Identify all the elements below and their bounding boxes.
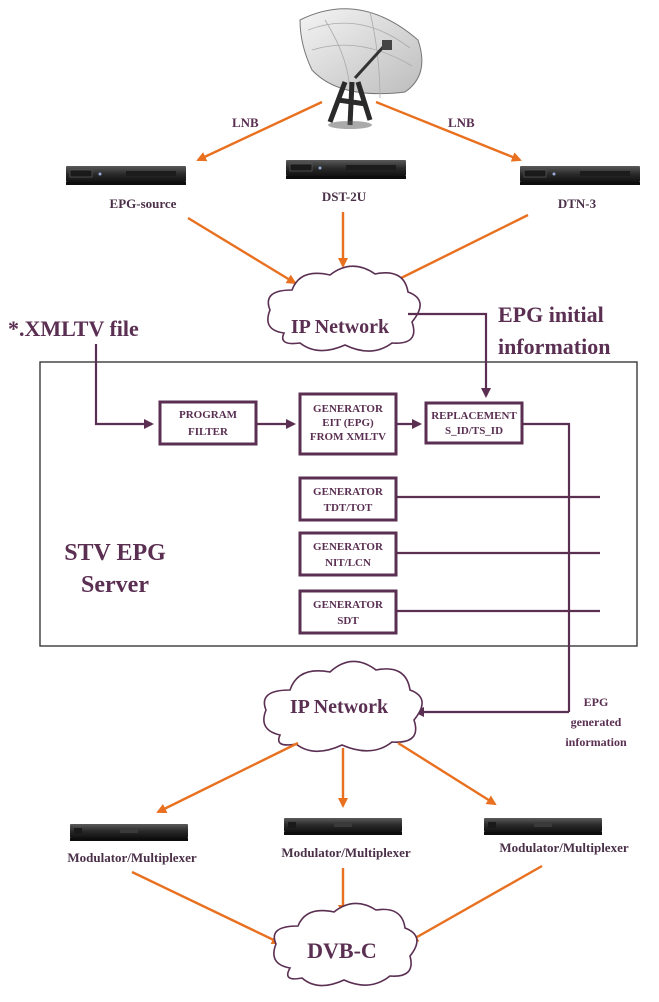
generator-nit-label-line1: GENERATOR (313, 541, 384, 553)
epg-generated-label-line1: EPG (584, 695, 609, 709)
cloud-icon (273, 902, 418, 987)
rack-device-icon (70, 824, 188, 841)
server-label-line2: Server (81, 572, 149, 598)
generator-sdt-label-line1: GENERATOR (313, 599, 384, 611)
satellite-dish-icon (299, 8, 423, 129)
generator-nit-label-line2: NIT/LCN (325, 557, 371, 569)
arrow-network-to-modulator-3 (397, 741, 497, 806)
program-filter-label-line1: PROGRAM (179, 409, 238, 421)
arrow-dtn-to-network (389, 213, 529, 285)
arrow-modulator-3-to-dvbc (408, 864, 543, 943)
epg-initial-label-line1: EPG initial (498, 302, 604, 327)
rack-device-icon (285, 159, 407, 180)
modulator-label-2: Modulator/Multiplexer (281, 845, 410, 860)
rack-device-icon (519, 165, 641, 186)
ip-network-bottom-label: IP Network (290, 696, 389, 718)
generator-eit-label-line1: GENERATOR (313, 403, 384, 415)
lnb-label-left: LNB (232, 115, 259, 130)
dvbc-label: DVB-C (307, 938, 377, 963)
program-filter-label-line2: FILTER (188, 426, 229, 438)
cloud-icon (267, 265, 421, 352)
rack-device-icon (65, 165, 187, 186)
output-bus-line (522, 422, 571, 712)
replacement-label-line1: REPLACEMENT (431, 410, 517, 422)
replacement-label-line2: S_ID/TS_ID (445, 425, 503, 437)
receiver-label-dst-2u: DST-2U (322, 189, 367, 204)
receiver-label-epg-source: EPG-source (110, 196, 177, 211)
cloud-icon (263, 660, 423, 753)
lnb-arrow-left (196, 100, 323, 162)
arrow-xmltv-to-filter (94, 344, 154, 429)
arrow-epg-source-to-network (187, 216, 297, 285)
lnb-arrow-right (375, 100, 522, 162)
receiver-label-dtn-3: DTN-3 (558, 196, 597, 211)
epg-generated-label-line3: information (565, 735, 627, 749)
generator-eit-box (298, 392, 398, 456)
program-filter-box (158, 400, 258, 446)
epg-generated-label-line2: generated (571, 715, 622, 729)
generator-sdt-label-line2: SDT (337, 615, 359, 627)
epg-initial-label-line2: information (498, 334, 610, 359)
modulator-label-1: Modulator/Multiplexer (67, 850, 196, 865)
generator-eit-label-line2: EIT (EPG) (322, 417, 374, 429)
arrow-modulator-1-to-dvbc (131, 870, 282, 945)
server-frame (39, 361, 638, 647)
generator-tdt-label-line1: GENERATOR (313, 486, 384, 498)
rack-device-icon (484, 818, 602, 835)
generator-tdt-label-line2: TDT/TOT (324, 502, 373, 514)
arrow-network-to-replacement (408, 312, 491, 398)
generator-eit-label-line3: FROM XMLTV (310, 431, 386, 443)
modulator-label-3: Modulator/Multiplexer (499, 840, 628, 855)
arrow-network-to-modulator-1 (156, 741, 299, 814)
xmltv-file-label: *.XMLTV file (8, 316, 139, 341)
lnb-label-right: LNB (448, 115, 475, 130)
ip-network-top-label: IP Network (291, 316, 390, 338)
rack-device-icon (284, 818, 402, 835)
server-label-line1: STV EPG (64, 540, 166, 566)
replacement-box (424, 401, 524, 445)
generator-tdt-box (298, 476, 398, 522)
